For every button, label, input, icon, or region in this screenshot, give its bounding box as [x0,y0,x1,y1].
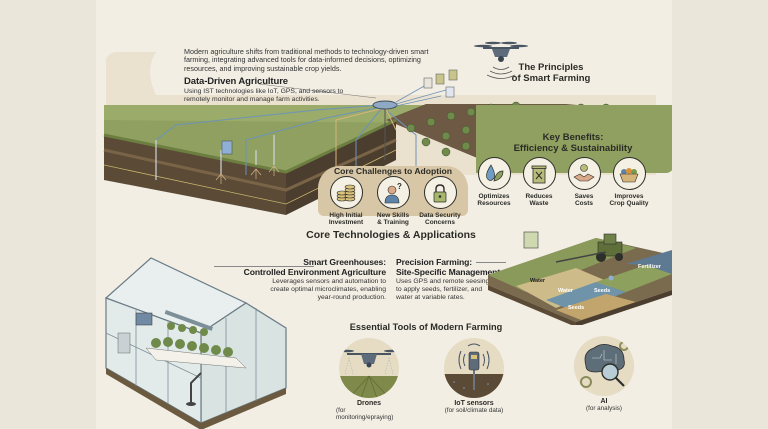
handshake-coin-icon [567,157,601,190]
challenge-label: Data Security [419,212,461,219]
tool-name: IoT sensors [454,400,494,407]
principles-title-line2: of Smart Farming [511,73,591,84]
tool-description: (for monitoring/epraying) [336,407,394,421]
benefit-label: Optimizes [478,193,510,200]
drone-icon [339,338,399,398]
benefit-label: Improves [614,193,644,200]
key-benefits-title: Key Benefits: Efficiency & Sustainabilit… [488,132,658,154]
right-margin [672,0,768,429]
precision-section: Precision Farming: Site-Specific Managem… [396,257,536,302]
coin-stack-icon [329,176,363,209]
tool-iot-sensors: IoT sensors (for soil/climate data) [436,338,512,414]
challenges-title: Core Challenges to Adoption [333,166,453,176]
benefit-label: Waste [529,200,549,208]
precision-field-illustration: Water Water Seeds Seeds Fertilizer [488,231,672,325]
benefit-label: Crop Quality [609,200,649,208]
left-margin [0,0,96,429]
data-driven-title: Data-Driven Agriculture [184,76,288,87]
field-label-water1: Water [530,278,546,284]
drone-illustration [474,41,528,79]
greenhouse-section: Smart Greenhouses: Controlled Environmen… [226,257,386,302]
tool-name: AI [600,398,608,405]
key-benefits-title-line2: Efficiency & Sustainability [513,143,633,154]
principles-title: The Principles of Smart Farming [496,62,606,84]
smart-greenhouse-illustration [104,257,287,429]
field-label-water2: Water [558,288,574,294]
infographic-panel: Modern agriculture shifts from tradition… [96,0,672,429]
tool-ai: AI (for analysis) [574,336,634,412]
precision-title-line1: Precision Farming: [396,257,473,267]
precision-text: Uses GPS and remote seesing to apply see… [396,278,490,301]
challenge-label: Investment [328,219,364,227]
tool-description: (for soil/climate data) [444,407,504,414]
data-driven-text: Using IST technologies like IoT, GPS, an… [184,88,344,103]
greenhouse-leader-line [214,266,314,267]
greenhouse-title-line1: Smart Greenhouses: [303,257,386,267]
precision-title-line2: Site-Specific Management [396,266,501,277]
benefit-label: Resources [477,200,511,208]
core-technologies-title: Core Technologies & Applications [306,229,476,241]
field-label-seeds2: Seeds [568,305,584,311]
ai-brain-icon [574,336,634,396]
precision-leader-line [476,262,506,263]
tool-name: Drones [356,400,382,407]
challenge-label: & Training [377,219,409,227]
svg-text:?: ? [397,182,402,191]
field-label-fertilizer: Fertilizer [638,264,662,270]
iot-sensor-icon [444,338,504,398]
benefit-label: Saves [574,193,594,200]
challenge-label: Concerns [425,219,455,227]
challenge-label: New Skills [376,212,410,219]
benefit-label: Reduces [525,193,553,200]
greenhouse-title-line2: Controlled Environment Agriculture [243,266,386,277]
challenge-new-skills-training: ? New Skills& Training [369,176,417,227]
tool-description: (for analysis) [585,405,623,412]
document-icons [423,69,458,98]
person-question-icon: ? [376,176,410,209]
padlock-icon [423,176,457,209]
essential-tools-title: Essential Tools of Modern Farming [349,322,503,332]
field-label-seeds1: Seeds [594,288,610,294]
trash-bin-icon [522,157,556,190]
intro-text: Modern agriculture shifts from tradition… [184,47,429,73]
challenge-label: High Initial [329,212,363,219]
water-leaf-icon [477,157,511,190]
tool-drones: Drones (for monitoring/epraying) [336,338,402,421]
key-benefits-title-line1: Key Benefits: [542,132,604,143]
greenhouse-text: Leverages sensors and automation to crea… [270,278,386,301]
produce-basket-icon [612,157,646,190]
benefit-label: Costs [574,200,594,208]
principles-title-line1: The Principles [518,62,584,73]
